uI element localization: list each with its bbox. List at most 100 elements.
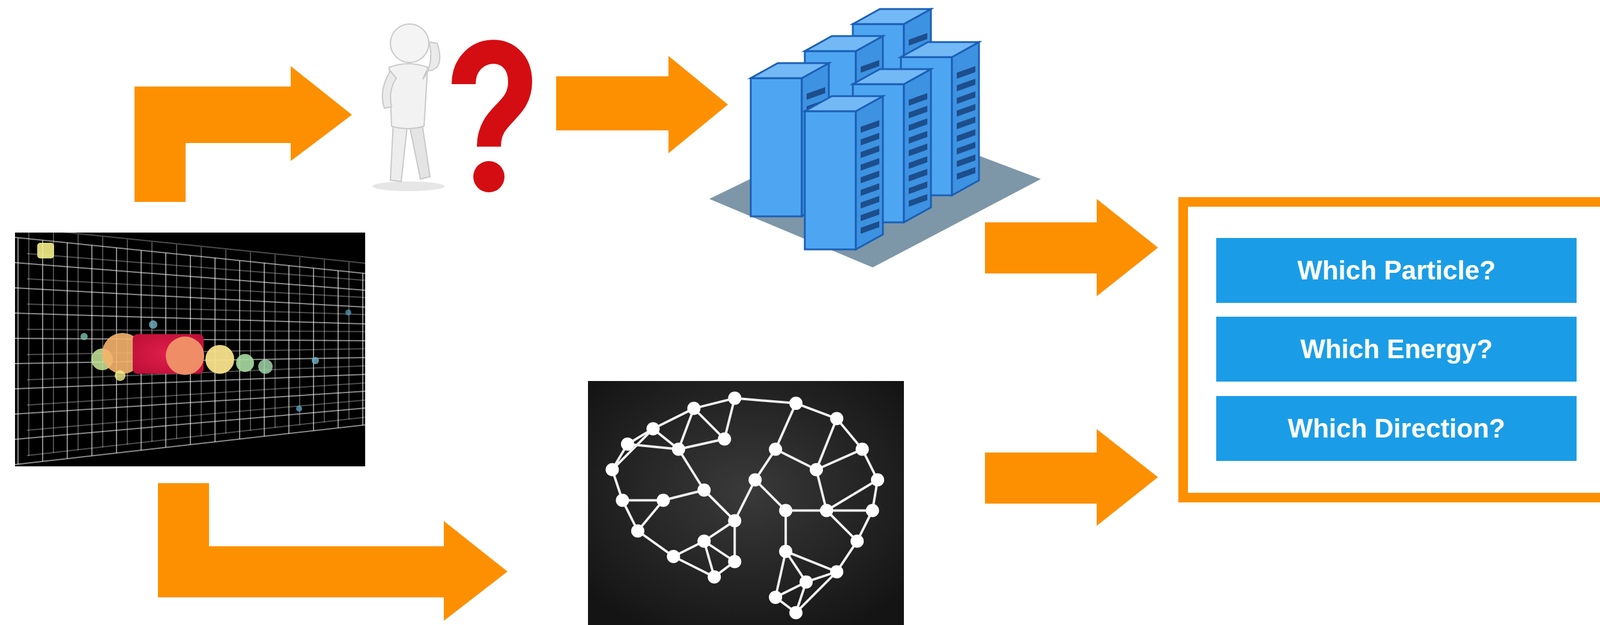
figure-arm bbox=[382, 70, 397, 109]
question-label: Which Particle? bbox=[1297, 255, 1496, 286]
grid-line bbox=[225, 249, 227, 434]
rack-side bbox=[903, 69, 931, 223]
grid-line bbox=[91, 245, 93, 456]
elbow-arrow bbox=[134, 66, 352, 202]
grid-line bbox=[66, 242, 68, 459]
question-box: Which Particle? bbox=[1216, 237, 1577, 303]
rack-slot bbox=[956, 141, 976, 155]
rack-side bbox=[951, 42, 979, 196]
network-link bbox=[775, 449, 817, 470]
rack-top bbox=[804, 96, 883, 112]
rack-top bbox=[750, 63, 829, 79]
network-link bbox=[826, 508, 873, 512]
network-node bbox=[697, 483, 711, 497]
hit-cell bbox=[258, 359, 273, 374]
network-node bbox=[789, 605, 803, 619]
network-link bbox=[627, 443, 679, 449]
detector-grid bbox=[15, 232, 366, 465]
network-node bbox=[850, 533, 864, 548]
grid-line bbox=[312, 267, 315, 431]
network-node bbox=[748, 473, 762, 487]
figure-leg bbox=[409, 120, 431, 179]
network-node bbox=[717, 432, 731, 446]
rack-slot bbox=[908, 181, 928, 194]
grid-line bbox=[263, 263, 265, 437]
grid-line bbox=[42, 240, 44, 462]
network-node bbox=[870, 473, 885, 487]
network-node bbox=[778, 544, 793, 558]
network-node bbox=[727, 513, 742, 527]
rack-slot bbox=[908, 118, 928, 131]
network-link bbox=[678, 439, 725, 450]
network-link bbox=[775, 403, 796, 449]
rack-slot bbox=[908, 130, 928, 144]
rack-slot bbox=[860, 145, 880, 158]
network-node bbox=[789, 396, 803, 410]
network-node bbox=[687, 401, 701, 416]
network-node bbox=[830, 412, 844, 426]
network-node bbox=[778, 503, 793, 517]
network-node bbox=[809, 463, 823, 477]
figure-shadow bbox=[372, 181, 445, 191]
grid-line bbox=[102, 236, 104, 447]
hit-cell bbox=[205, 344, 235, 374]
network-graph bbox=[605, 391, 885, 620]
rack-front bbox=[804, 111, 856, 250]
rack-slot bbox=[956, 103, 976, 117]
grid-line bbox=[348, 261, 350, 420]
grid-line bbox=[52, 232, 55, 453]
network-node bbox=[830, 564, 844, 578]
network-link bbox=[816, 449, 862, 470]
question-box: Which Energy? bbox=[1216, 316, 1577, 382]
rack-slot bbox=[860, 221, 880, 234]
network-node bbox=[615, 493, 629, 507]
network-background bbox=[587, 380, 904, 625]
question-figure bbox=[372, 24, 521, 193]
rack-slot bbox=[908, 105, 928, 119]
question-box: Which Direction? bbox=[1216, 395, 1577, 461]
elbow-arrow bbox=[157, 482, 508, 621]
block-arrow bbox=[984, 198, 1158, 297]
rack-slot bbox=[806, 87, 826, 100]
detector-event bbox=[15, 228, 378, 467]
question-mark bbox=[463, 51, 521, 147]
rack-slot bbox=[860, 170, 880, 184]
grid-line bbox=[274, 254, 276, 428]
rack-slot bbox=[956, 66, 976, 79]
rack-slot bbox=[956, 78, 976, 92]
network-node bbox=[672, 442, 686, 456]
hit-cell bbox=[165, 336, 205, 375]
grid-line bbox=[17, 237, 19, 465]
rack-slot bbox=[908, 143, 928, 157]
network-node bbox=[855, 442, 870, 456]
network-node bbox=[727, 554, 742, 568]
network-node bbox=[768, 590, 782, 604]
rack-top bbox=[852, 9, 931, 25]
rack-slot bbox=[860, 183, 880, 196]
network-node bbox=[656, 493, 670, 507]
network-node bbox=[768, 442, 782, 456]
result-frame bbox=[1183, 201, 1600, 498]
network-link bbox=[673, 556, 715, 577]
grid-line bbox=[362, 273, 364, 426]
rack-slot bbox=[956, 116, 976, 130]
network-link bbox=[775, 550, 786, 597]
network-node bbox=[799, 574, 813, 588]
server-rack bbox=[804, 96, 883, 250]
network-node bbox=[621, 437, 635, 451]
rack-slot bbox=[860, 120, 880, 133]
network-node bbox=[707, 569, 721, 584]
rack-slot bbox=[908, 168, 928, 182]
figure-leg bbox=[390, 120, 408, 182]
rack-slot bbox=[908, 156, 928, 169]
network-node bbox=[666, 549, 680, 563]
rack-slot bbox=[908, 93, 928, 106]
grid-line bbox=[323, 259, 325, 423]
block-arrow bbox=[984, 428, 1158, 526]
network-node bbox=[727, 391, 742, 405]
network-node bbox=[866, 503, 880, 517]
hit-cell bbox=[296, 405, 303, 412]
rack-slot bbox=[956, 91, 976, 104]
rack-front bbox=[750, 78, 802, 217]
